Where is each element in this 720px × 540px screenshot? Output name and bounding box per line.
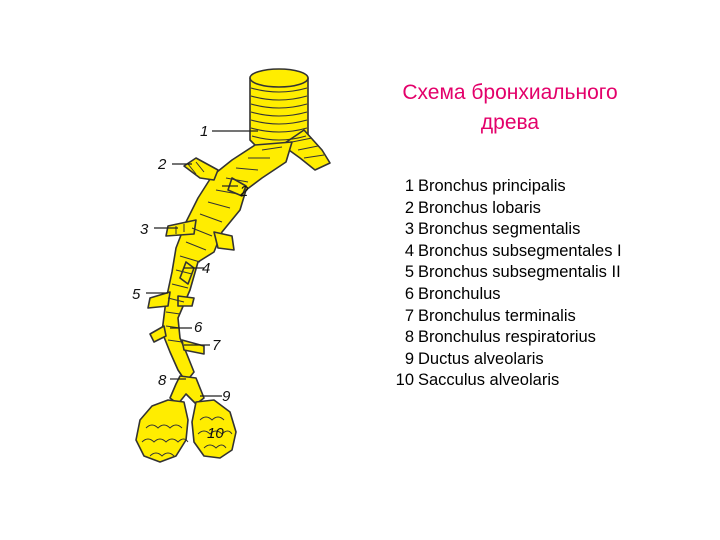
legend-item-label: Ductus alveolaris	[418, 349, 544, 368]
legend-item-label: Bronchulus terminalis	[418, 306, 576, 325]
legend-item-number: 3	[404, 220, 414, 239]
legend-item-label: Bronchulus	[418, 284, 501, 303]
callout-1: 1	[200, 123, 208, 140]
callout-7: 7	[212, 337, 221, 354]
legend-item-label: Sacculus alveolaris	[418, 371, 560, 390]
legend-item-label: Bronchus principalis	[418, 177, 566, 195]
callout-4: 4	[202, 260, 210, 277]
title-line-1: Схема бронхиального	[402, 81, 618, 104]
title-line-2: древа	[480, 111, 540, 134]
legend-item: 10 Sacculus alveolaris	[393, 370, 622, 392]
legend-item: 7 Bronchulus terminalis	[393, 306, 622, 328]
legend-item-number: 10	[395, 371, 414, 390]
callout-3: 3	[140, 221, 149, 238]
subsegmental-branch-2	[147, 291, 171, 309]
legend-item-label: Bronchulus respiratorius	[418, 328, 596, 347]
legend-item-number: 1	[404, 177, 414, 195]
leader-lines	[146, 130, 258, 397]
legend-item-label: Bronchus lobaris	[418, 198, 541, 217]
legend-item-number: 6	[404, 284, 414, 303]
side-twig-3	[181, 339, 205, 355]
legend-item-label: Bronchus segmentalis	[418, 220, 581, 239]
legend-item: 5 Bronchus subsegmentalis II	[393, 262, 622, 284]
callout-5: 5	[132, 286, 141, 303]
legend-item: 4 Bronchus subsegmentales I	[393, 241, 622, 263]
legend-item: 2 Bronchus lobaris	[393, 198, 622, 220]
legend-item-number: 4	[404, 241, 414, 260]
right-bronchus-stub	[281, 129, 331, 171]
callout-2a: 2	[157, 156, 167, 173]
alveolar-sac-right	[191, 399, 237, 459]
trachea-top	[249, 68, 309, 88]
alveolar-sac-left	[135, 399, 189, 463]
legend-item: 1 Bronchus principalis	[393, 176, 622, 198]
cartilage-rings	[165, 87, 325, 343]
callout-6: 6	[194, 319, 203, 336]
respiratory-bronchiole	[169, 375, 205, 405]
callout-9: 9	[222, 388, 231, 405]
side-twig-1	[177, 295, 195, 307]
legend-item-number: 9	[404, 349, 414, 368]
legend-item-label: Bronchus subsegmentales I	[418, 241, 622, 260]
legend-item: 9 Ductus alveolaris	[393, 349, 622, 371]
alveoli-texture	[141, 416, 233, 457]
diagram-title: Схема бронхиального древа	[360, 78, 660, 138]
legend-item-number: 5	[404, 263, 414, 282]
callout-8: 8	[158, 372, 167, 389]
legend-item: 8 Bronchulus respiratorius	[393, 327, 622, 349]
callout-10: 10	[207, 425, 224, 442]
callout-2b: 2	[239, 183, 249, 200]
legend-item: 3 Bronchus segmentalis	[393, 219, 622, 241]
segmental-branch-right	[213, 231, 235, 251]
legend-item-number: 8	[404, 328, 414, 347]
legend-item: 6 Bronchulus	[393, 284, 622, 306]
side-twig-2	[149, 325, 167, 343]
legend-item-number: 2	[404, 198, 414, 217]
callout-numbers: 1 2 2 3 4 5 6 7 8 9 10	[132, 123, 249, 442]
legend-list: 1 Bronchus principalis 2 Bronchus lobari…	[393, 176, 622, 392]
bronchial-tree	[135, 68, 331, 463]
legend-item-number: 7	[404, 306, 414, 325]
legend-item-label: Bronchus subsegmentalis II	[418, 263, 621, 282]
